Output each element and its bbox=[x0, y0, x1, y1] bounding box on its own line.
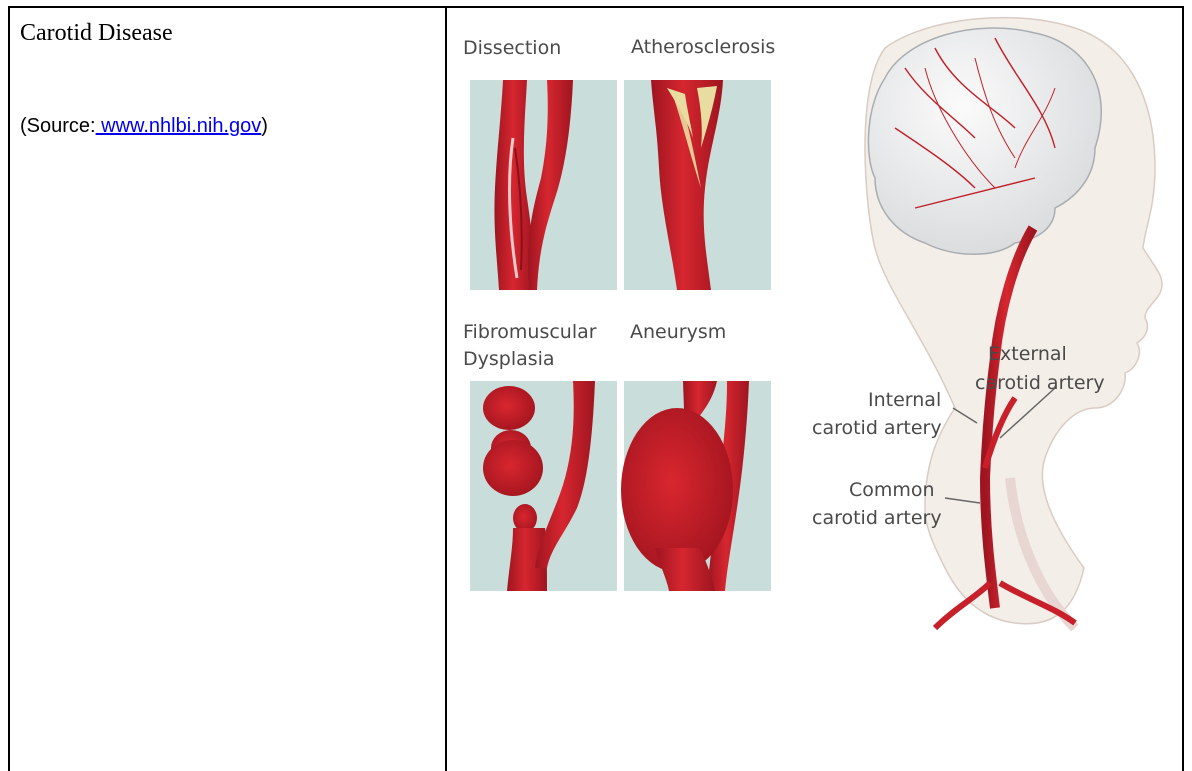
dissection-panel bbox=[470, 80, 617, 290]
source-prefix: (Source: bbox=[20, 115, 96, 137]
source-line: (Source: www.nhlbi.nih.gov) bbox=[20, 115, 268, 138]
label-dissection: Dissection bbox=[463, 37, 561, 59]
aneurysm-panel bbox=[621, 381, 771, 591]
fibromuscular-panel bbox=[470, 381, 617, 591]
label-dysplasia: Dysplasia bbox=[463, 348, 555, 370]
source-link[interactable]: www.nhlbi.nih.gov bbox=[96, 115, 262, 137]
label-atherosclerosis: Atherosclerosis bbox=[631, 36, 775, 58]
illustration-svg: Dissection Atherosclerosis Fibromuscular… bbox=[455, 8, 1184, 648]
label-aneurysm: Aneurysm bbox=[630, 321, 726, 343]
label-fibromuscular: Fibromuscular bbox=[463, 321, 597, 343]
carotid-illustration: Dissection Atherosclerosis Fibromuscular… bbox=[455, 8, 1184, 648]
head-illustration bbox=[865, 18, 1162, 628]
text-cell: Carotid Disease (Source: www.nhlbi.nih.g… bbox=[10, 8, 450, 768]
label-common-1: Common bbox=[849, 479, 935, 501]
label-external-1: External bbox=[988, 343, 1067, 365]
label-internal-1: Internal bbox=[868, 389, 941, 411]
label-common-2: carotid artery bbox=[812, 507, 942, 529]
label-internal-2: carotid artery bbox=[812, 417, 942, 439]
label-external-2: carotid artery bbox=[975, 372, 1105, 394]
cell-title: Carotid Disease bbox=[20, 20, 173, 47]
source-suffix: ) bbox=[261, 115, 268, 137]
atherosclerosis-panel bbox=[624, 80, 771, 290]
